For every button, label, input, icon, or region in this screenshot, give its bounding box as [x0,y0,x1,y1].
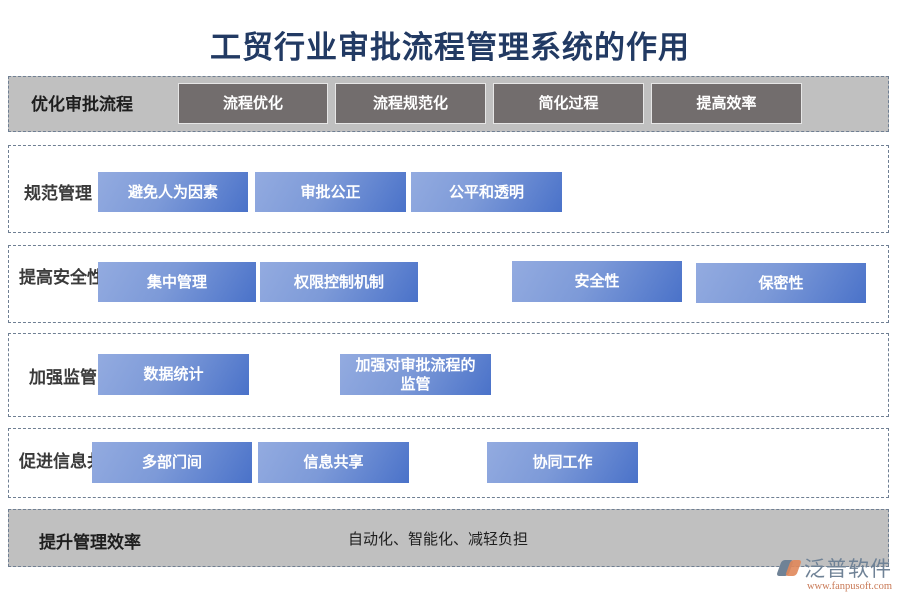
chip-simplify-process: 简化过程 [493,83,644,124]
row-label: 加强监管 [29,368,97,388]
chip-collaborative-work: 协同工作 [487,442,638,483]
chip-process-standardization: 流程规范化 [335,83,486,124]
chip-permission-control: 权限控制机制 [260,262,418,302]
logo-name: 泛普软件 [804,557,892,581]
page-title: 工贸行业审批流程管理系统的作用 [210,30,690,66]
row-label: 提高安全性 [19,268,104,288]
row-improve-security: 提高安全性 集中管理 权限控制机制 安全性 保密性 [8,245,889,323]
row-label: 提升管理效率 [39,533,141,553]
logo-mark-icon [776,558,802,578]
row-management-efficiency: 提升管理效率 自动化、智能化、减轻负担 [8,509,889,567]
row-label: 规范管理 [24,184,92,204]
chip-process-optimization: 流程优化 [178,83,328,124]
chip-fair-transparent: 公平和透明 [411,172,562,212]
efficiency-description: 自动化、智能化、减轻负担 [348,530,529,548]
brand-logo: 泛普软件 www.fanpusoft.com [776,553,892,592]
chip-cross-department: 多部门间 [92,442,252,483]
row-strengthen-supervision: 加强监管 数据统计 加强对审批流程的监管 [8,333,889,417]
chip-security: 安全性 [512,261,682,302]
row-info-sharing: 促进信息共享 多部门间 信息共享 协同工作 [8,428,889,498]
row-label: 优化审批流程 [31,95,133,115]
chip-data-statistics: 数据统计 [98,354,249,395]
chip-confidentiality: 保密性 [696,263,866,303]
chip-avoid-human-factors: 避免人为因素 [98,172,248,212]
chip-improve-efficiency: 提高效率 [651,83,802,124]
chip-information-sharing: 信息共享 [258,442,409,483]
row-standard-management: 规范管理 避免人为因素 审批公正 公平和透明 [8,145,889,233]
logo-url: www.fanpusoft.com [806,581,892,592]
row-optimize-approval: 优化审批流程 流程优化 流程规范化 简化过程 提高效率 [8,76,889,132]
chip-fair-approval: 审批公正 [255,172,406,212]
chip-approval-supervision: 加强对审批流程的监管 [340,354,491,395]
chip-centralized-management: 集中管理 [98,262,256,302]
